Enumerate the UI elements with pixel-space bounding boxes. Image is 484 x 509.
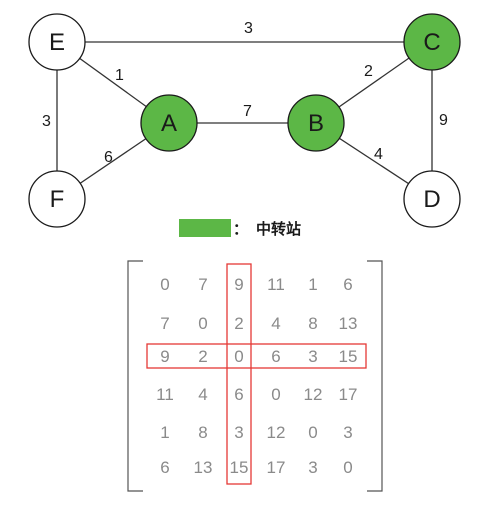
matrix-cell: 3 (234, 423, 243, 442)
edge-weights: 3 1 3 7 2 9 6 4 (42, 20, 448, 166)
node-e: E (28, 13, 86, 71)
matrix-right-bracket (367, 260, 383, 492)
weight-f-a: 6 (104, 149, 113, 166)
matrix-cell: 1 (160, 423, 169, 442)
matrix-cell: 8 (198, 423, 207, 442)
matrix-cell: 2 (198, 347, 207, 366)
weight-b-d: 4 (374, 146, 383, 163)
node-d-label: D (423, 186, 440, 213)
highlight-row-box (146, 343, 367, 369)
matrix-cell: 15 (339, 347, 358, 366)
matrix-cell: 3 (308, 347, 317, 366)
node-b-label: B (308, 110, 324, 137)
matrix-cell: 17 (267, 458, 286, 477)
matrix-brackets (127, 260, 383, 492)
weight-c-d: 9 (439, 112, 448, 129)
legend: ： 中转站 (179, 219, 301, 238)
matrix-cell: 9 (234, 275, 243, 294)
weight-e-c: 3 (244, 20, 253, 37)
matrix-cell: 17 (339, 385, 358, 404)
matrix-cell: 3 (343, 423, 352, 442)
weight-e-a: 1 (115, 67, 124, 84)
matrix-left-bracket (127, 260, 143, 492)
matrix-cell: 13 (194, 458, 213, 477)
matrix-cell: 6 (160, 458, 169, 477)
matrix-cell: 0 (160, 275, 169, 294)
weight-e-f: 3 (42, 113, 51, 130)
matrix-cell: 1 (308, 275, 317, 294)
node-c: C (403, 13, 461, 71)
node-f: F (28, 170, 86, 228)
matrix-cell: 7 (160, 314, 169, 333)
matrix-highlights (146, 263, 367, 485)
highlight-col-box (226, 263, 252, 485)
edges (56, 41, 433, 200)
matrix-cell: 11 (267, 275, 285, 294)
matrix-cell: 0 (234, 347, 243, 366)
matrix-cell: 9 (160, 347, 169, 366)
matrix-cell: 12 (304, 385, 323, 404)
matrix-cell: 13 (339, 314, 358, 333)
node-c-label: C (423, 29, 440, 56)
matrix-cell: 2 (234, 314, 243, 333)
matrix-cell: 6 (234, 385, 243, 404)
matrix-cell: 0 (271, 385, 280, 404)
weight-a-b: 7 (243, 103, 252, 120)
matrix-cell: 8 (308, 314, 317, 333)
node-e-label: E (49, 29, 65, 56)
matrix-cell: 6 (271, 347, 280, 366)
legend-text: 中转站 (256, 220, 301, 238)
matrix-cell: 4 (271, 314, 280, 333)
matrix-cell: 6 (343, 275, 352, 294)
matrix-cell: 7 (198, 275, 207, 294)
matrix-cell: 15 (230, 458, 249, 477)
matrix-cell: 3 (308, 458, 317, 477)
matrix-cell: 0 (198, 314, 207, 333)
node-b: B (287, 94, 345, 152)
matrix-cell: 12 (267, 423, 286, 442)
matrix-cell: 4 (198, 385, 207, 404)
node-f-label: F (50, 186, 65, 213)
legend-swatch (179, 219, 231, 237)
matrix-cell: 11 (156, 385, 174, 404)
node-d: D (403, 170, 461, 228)
matrix-cell: 0 (343, 458, 352, 477)
nodes: E C A B F D (28, 13, 461, 228)
node-a: A (140, 94, 198, 152)
matrix-cell: 0 (308, 423, 317, 442)
weight-b-c: 2 (364, 63, 373, 80)
node-a-label: A (161, 110, 177, 137)
legend-colon: ： (233, 220, 248, 238)
